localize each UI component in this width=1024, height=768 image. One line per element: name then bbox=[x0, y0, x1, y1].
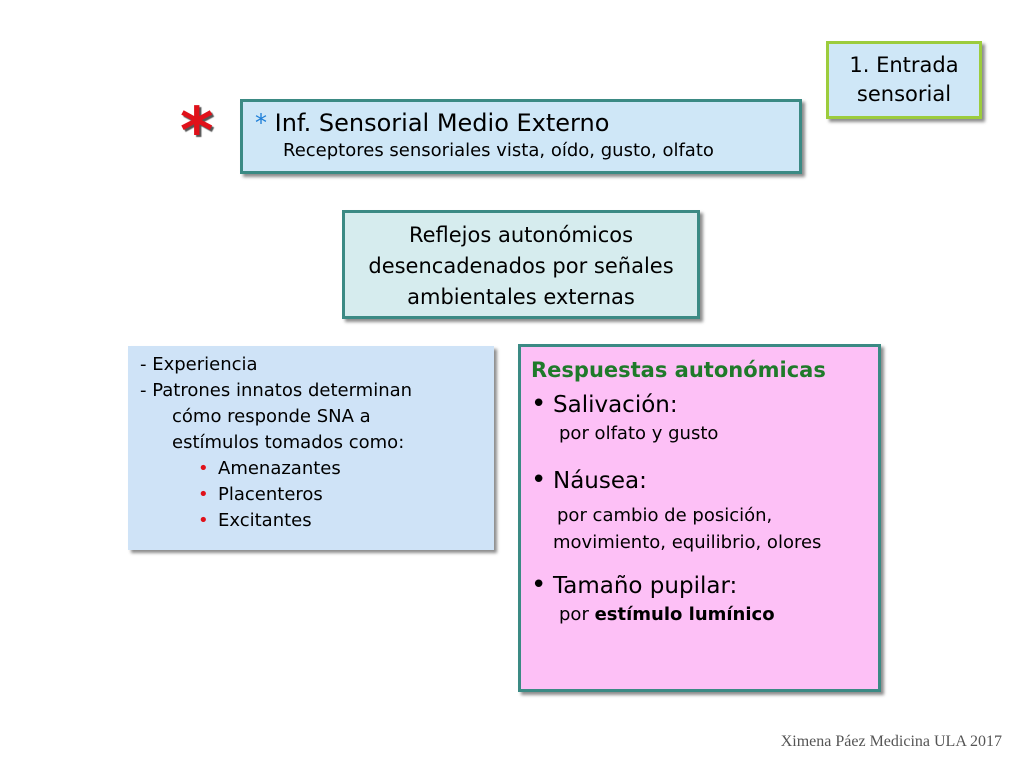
bullet-icon: • bbox=[198, 484, 209, 505]
inf-title-line: * Inf. Sensorial Medio Externo bbox=[255, 107, 799, 139]
respuesta-item: •Náusea: bbox=[531, 465, 878, 496]
experiencia-box: - Experiencia - Patrones innatos determi… bbox=[128, 346, 494, 550]
respuesta-item: •Tamaño pupilar: bbox=[531, 570, 878, 601]
bullet-icon: • bbox=[531, 465, 547, 495]
respuestas-title: Respuestas autonómicas bbox=[531, 358, 826, 382]
experiencia-item: Excitantes bbox=[218, 510, 312, 531]
respuesta-label: Tamaño pupilar: bbox=[553, 573, 738, 599]
inf-subtitle: Receptores sensoriales vista, oído, gust… bbox=[283, 140, 714, 161]
reflejos-line1: Reflejos autonómicos bbox=[408, 223, 634, 247]
respuesta-sub: movimiento, equilibrio, olores bbox=[553, 532, 822, 553]
respuesta-sub: por estímulo lumínico bbox=[531, 601, 878, 628]
experiencia-item: Placenteros bbox=[218, 484, 323, 505]
reflejos-line3: ambientales externas bbox=[407, 285, 635, 309]
reflejos-box: Reflejos autonómicos desencadenados por … bbox=[342, 210, 700, 319]
footer-credit: Ximena Páez Medicina ULA 2017 bbox=[780, 733, 1002, 750]
inf-asterisk: * bbox=[255, 109, 267, 137]
respuesta-sub-bold: estímulo lumínico bbox=[594, 604, 775, 625]
respuesta-sub: por cambio de posición, bbox=[557, 505, 773, 526]
experiencia-line1: - Experiencia bbox=[140, 354, 258, 375]
list-item: • Excitantes bbox=[140, 508, 494, 534]
respuesta-label: Náusea: bbox=[553, 468, 647, 494]
entrada-line1: 1. Entrada bbox=[849, 53, 959, 77]
bullet-icon: • bbox=[531, 389, 547, 419]
list-item: • Amenazantes bbox=[140, 456, 494, 482]
experiencia-line3: cómo responde SNA a bbox=[172, 406, 371, 427]
bullet-icon: • bbox=[198, 458, 209, 479]
entrada-line2: sensorial bbox=[856, 82, 952, 106]
respuesta-sub: por olfato y gusto bbox=[559, 423, 719, 444]
inf-sensorial-box: * Inf. Sensorial Medio Externo Receptore… bbox=[240, 99, 802, 174]
list-item: • Placenteros bbox=[140, 482, 494, 508]
red-asterisk-icon: * bbox=[180, 95, 214, 169]
respuesta-label: Salivación: bbox=[553, 392, 678, 418]
bullet-icon: • bbox=[198, 510, 209, 531]
inf-title: Inf. Sensorial Medio Externo bbox=[274, 109, 610, 137]
experiencia-line4: estímulos tomados como: bbox=[172, 432, 405, 453]
reflejos-line2: desencadenados por señales bbox=[368, 254, 674, 278]
experiencia-item: Amenazantes bbox=[218, 458, 341, 479]
respuesta-item: •Salivación: bbox=[531, 389, 878, 420]
respuestas-box: Respuestas autonómicas •Salivación: por … bbox=[518, 344, 881, 692]
respuesta-sub-prefix: por bbox=[559, 604, 589, 625]
entrada-sensorial-box: 1. Entrada sensorial bbox=[826, 41, 982, 119]
experiencia-line2: - Patrones innatos determinan bbox=[140, 380, 413, 401]
bullet-icon: • bbox=[531, 570, 547, 600]
